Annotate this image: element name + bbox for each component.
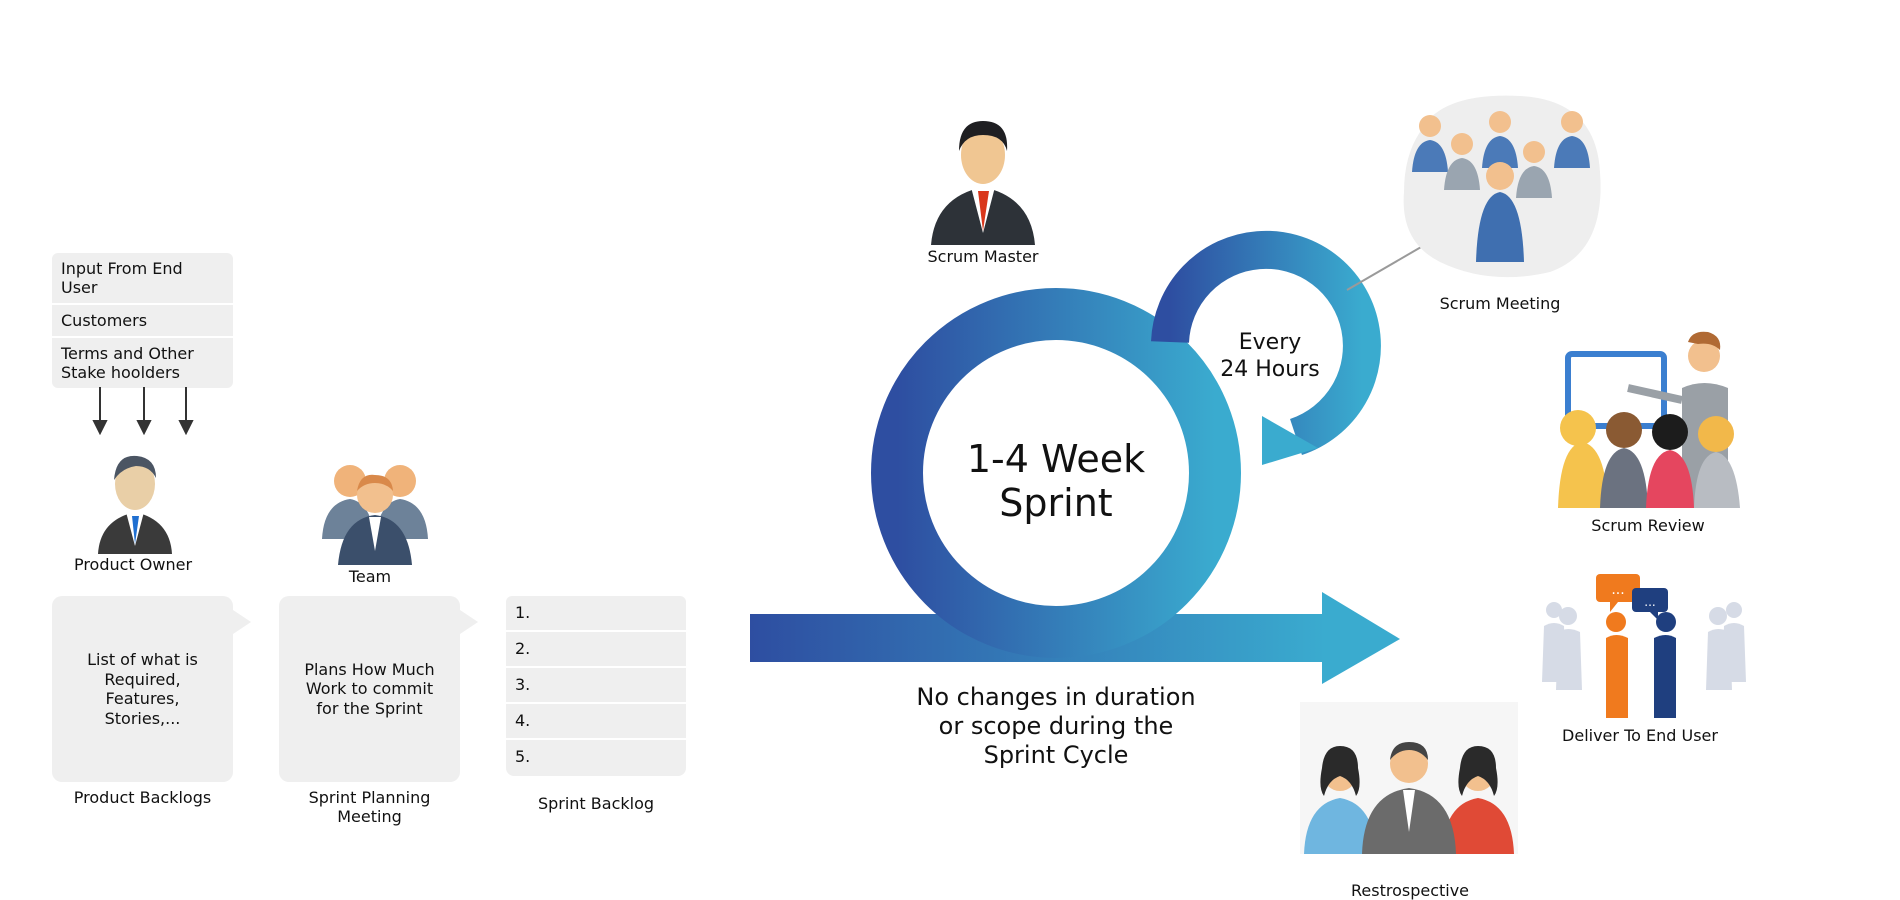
scrum-review-label: Scrum Review <box>1591 516 1705 535</box>
product-backlog-bubble: List of what is Required, Features, Stor… <box>52 596 251 782</box>
scrum-meeting-group <box>1400 92 1602 282</box>
sprint-backlog-item: 3. <box>506 668 686 702</box>
sprint-backlog-item: 2. <box>506 632 686 666</box>
sprint-planning-bubble: Plans How Much Work to commit for the Sp… <box>279 596 478 782</box>
input-item-customers: Customers <box>52 305 233 336</box>
sprint-planning-text: Plans How Much Work to commit for the Sp… <box>304 659 435 718</box>
timeline-arrowhead <box>1322 592 1400 684</box>
sprint-planning-caption: Sprint Planning Meeting <box>308 788 431 826</box>
product-backlog-text: List of what is Required, Features, Stor… <box>87 650 198 728</box>
product-backlogs-caption: Product Backlogs <box>73 788 212 807</box>
team-label: Team <box>348 567 392 586</box>
retrospective-icon <box>1300 702 1518 854</box>
down-arrowhead-1 <box>92 420 108 435</box>
deliver-end-user-icon: ... ... <box>1542 574 1746 718</box>
input-arrows <box>92 387 194 435</box>
scrum-meeting-label: Scrum Meeting <box>1439 294 1561 313</box>
scrum-master-icon <box>931 121 1035 245</box>
input-item-stakeholders: Terms and Other Stake hoolders <box>52 338 233 388</box>
daily-cycle-text: Every 24 Hours <box>1220 330 1320 382</box>
daily-loop-arrowhead <box>1262 416 1318 465</box>
sprint-backlog-item: 5. <box>506 740 686 776</box>
sprint-note-text: No changes in duration or scope during t… <box>916 683 1196 769</box>
input-list: Input From End User Customers Terms and … <box>52 253 233 388</box>
sprint-ring <box>871 288 1241 658</box>
retrospective-label: Restrospective <box>1350 881 1470 900</box>
svg-text:...: ... <box>1644 595 1655 609</box>
scrum-review-icon <box>1558 331 1740 508</box>
deliver-end-user-label: Deliver To End User <box>1562 726 1718 745</box>
input-item-end-user: Input From End User <box>52 253 233 303</box>
down-arrowhead-2 <box>136 420 152 435</box>
scrum-meeting-icon <box>1403 95 1601 278</box>
sprint-backlog-caption: Sprint Backlog <box>537 794 655 813</box>
scrum-master-label: Scrum Master <box>927 247 1039 266</box>
product-owner-icon <box>98 455 172 554</box>
svg-text:...: ... <box>1611 582 1624 598</box>
product-owner-label: Product Owner <box>73 555 193 574</box>
meeting-connector-line <box>1346 242 1429 291</box>
team-icon <box>322 465 428 565</box>
down-arrowhead-3 <box>178 420 194 435</box>
sprint-backlog-list: 1. 2. 3. 4. 5. <box>506 596 686 776</box>
daily-loop-arc <box>1151 230 1381 456</box>
sprint-center-text: 1-4 Week Sprint <box>966 437 1146 525</box>
sprint-backlog-item: 1. <box>506 596 686 630</box>
sprint-backlog-item: 4. <box>506 704 686 738</box>
